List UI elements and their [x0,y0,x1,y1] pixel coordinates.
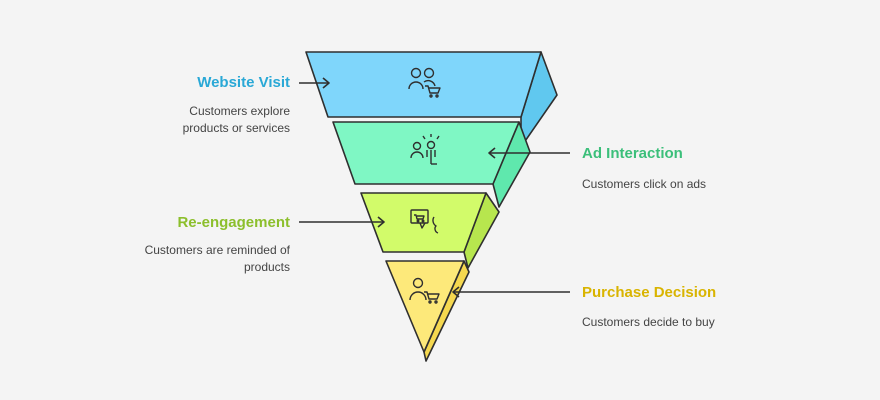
stage-description-website-visit: Customers explore products or services [183,103,290,137]
stage-title-re-engagement: Re-engagement [177,214,290,231]
users-cart-icon [408,67,441,98]
reminder-icon [410,209,439,234]
arrow-website-visit [299,77,330,89]
stage-description-ad-interaction: Customers click on ads [582,176,706,193]
stage-description-line: Customers explore [189,104,290,118]
stage-title-website-visit: Website Visit [197,74,290,91]
stage-description-line: Customers click on ads [582,177,707,191]
stage-description-line: products or services [182,121,290,135]
stage-description-line: Customers decide to buy [582,315,715,329]
funnel-stage-purchase-decision [385,260,470,362]
stage-description-purchase-decision: Customers decide to buy [582,314,715,331]
stage-1-front [305,51,542,118]
funnel-stage-re-engagement [360,192,500,269]
funnel-stage-website-visit [305,51,558,148]
arrow-purchase-decision [452,286,570,298]
stage-description-line: Customers are reminded of [144,243,290,257]
arrow-ad-interaction [488,147,570,159]
stage-4-front [385,260,465,353]
stage-title-ad-interaction: Ad Interaction [582,145,683,162]
arrow-re-engagement [299,216,385,228]
funnel-stage-ad-interaction [332,121,531,208]
click-ad-icon [410,134,440,165]
buyer-cart-icon [409,277,440,304]
stage-title-purchase-decision: Purchase Decision [582,284,717,301]
stage-description-line: products [243,260,290,274]
stage-2-front [332,121,520,185]
stage-description-re-engagement: Customers are reminded of products [145,242,290,276]
